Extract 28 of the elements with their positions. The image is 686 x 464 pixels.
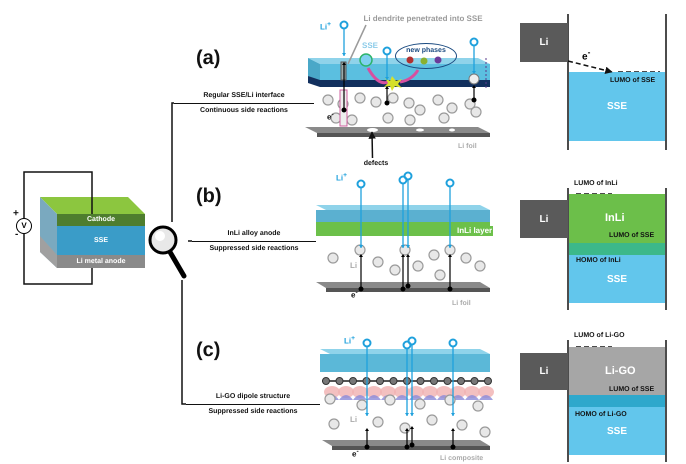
material-label: SSE	[362, 42, 378, 50]
material-label: Li	[350, 262, 358, 270]
sign: -	[15, 230, 18, 240]
leader-line	[347, 24, 367, 64]
wire	[23, 234, 93, 285]
ion-label: Li$^{+}$	[320, 22, 331, 32]
material-label: Li	[350, 416, 358, 424]
panel-letter: (a)	[196, 48, 220, 68]
ion-label: Li$^{+}$	[336, 173, 347, 183]
panel-letter: (b)	[196, 186, 222, 206]
electron-label: e$^{-}$	[352, 449, 359, 459]
branch-line	[188, 240, 192, 242]
electron-label: e$^{-}$	[351, 290, 358, 300]
wire	[23, 171, 93, 218]
leader-line	[368, 131, 376, 158]
lithium-level-box: Li	[520, 23, 568, 62]
lithium-level-box: Li	[520, 353, 568, 390]
electron-label: e$^{-}$	[327, 112, 334, 122]
ion-label: Li$^{+}$	[344, 336, 355, 346]
branch-line	[181, 280, 186, 405]
sign: +	[13, 209, 19, 219]
electron-transfer-arrow	[568, 60, 613, 74]
voltmeter-symbol: V	[16, 218, 32, 234]
callout-text: Li dendrite penetrated into SSE	[348, 14, 498, 25]
branch-line	[171, 102, 174, 222]
layer-label: InLi layer	[456, 226, 494, 236]
panel-letter: (c)	[196, 340, 220, 360]
lithium-level-box: Li	[520, 200, 568, 238]
